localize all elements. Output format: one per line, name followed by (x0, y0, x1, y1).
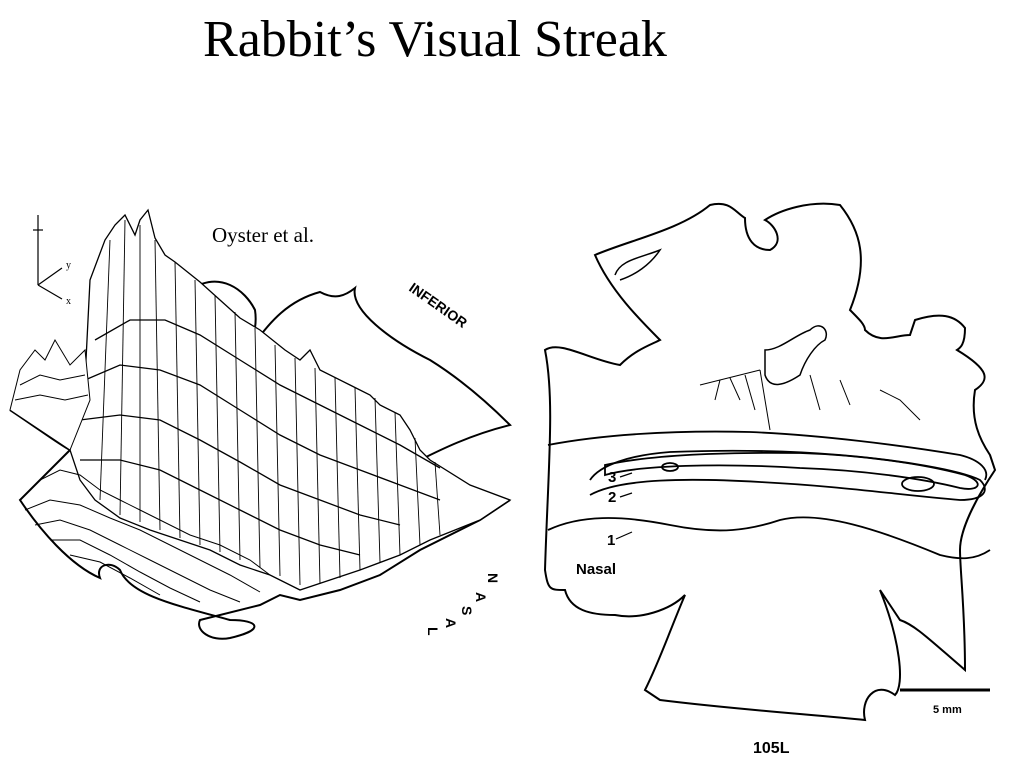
density-contours (547, 430, 991, 560)
contour-3-label: 3 (608, 469, 616, 486)
inferior-flap-outline (248, 285, 512, 462)
retina-base-outline (9, 409, 511, 640)
top-notch-detail (614, 248, 662, 281)
blood-vessels (699, 369, 921, 431)
contour-2-label: 2 (608, 489, 616, 506)
slide-title: Rabbit’s Visual Streak (203, 11, 667, 68)
axis-x-label: x (66, 296, 71, 307)
left-3d-density-svg: y x Oyster et al. (9, 208, 512, 640)
retina-flattened-outline (543, 202, 997, 722)
nasal-letter-s: S (459, 606, 475, 615)
specimen-id-label: 105L (753, 740, 790, 757)
optic-disc-detail (764, 325, 827, 386)
peak-contour-small (661, 462, 679, 472)
nasal-letter-a2: A (443, 618, 459, 628)
inferior-label: INFERIOR (406, 279, 470, 330)
nasal-vertical-label: N A S A L (425, 573, 501, 636)
right-contour-svg: 3 2 1 Nasal 5 mm 105L (543, 202, 997, 757)
right-contour-map-figure: 3 2 1 Nasal 5 mm 105L (520, 170, 1024, 768)
nasal-label: Nasal (576, 561, 616, 578)
nasal-letter-l: L (425, 627, 441, 636)
nasal-letter-n: N (485, 573, 501, 583)
left-foothill-surface (9, 338, 271, 603)
contour-line-3 (604, 451, 979, 490)
axis-y-label: y (66, 260, 71, 271)
contour-1-label: 1 (607, 532, 615, 549)
scale-bar-label: 5 mm (933, 704, 962, 716)
contour-line-2 (589, 449, 986, 501)
contour-outer (547, 430, 988, 481)
visual-streak-ridge (69, 208, 512, 591)
peak-contour-large (901, 476, 935, 492)
contour-line-1 (547, 516, 991, 560)
axes-indicator (33, 215, 63, 300)
contour-leaders (615, 472, 633, 540)
left-3d-density-figure: y x Oyster et al. (0, 200, 520, 650)
nasal-letter-a: A (473, 592, 489, 602)
credit-label: Oyster et al. (212, 223, 314, 247)
